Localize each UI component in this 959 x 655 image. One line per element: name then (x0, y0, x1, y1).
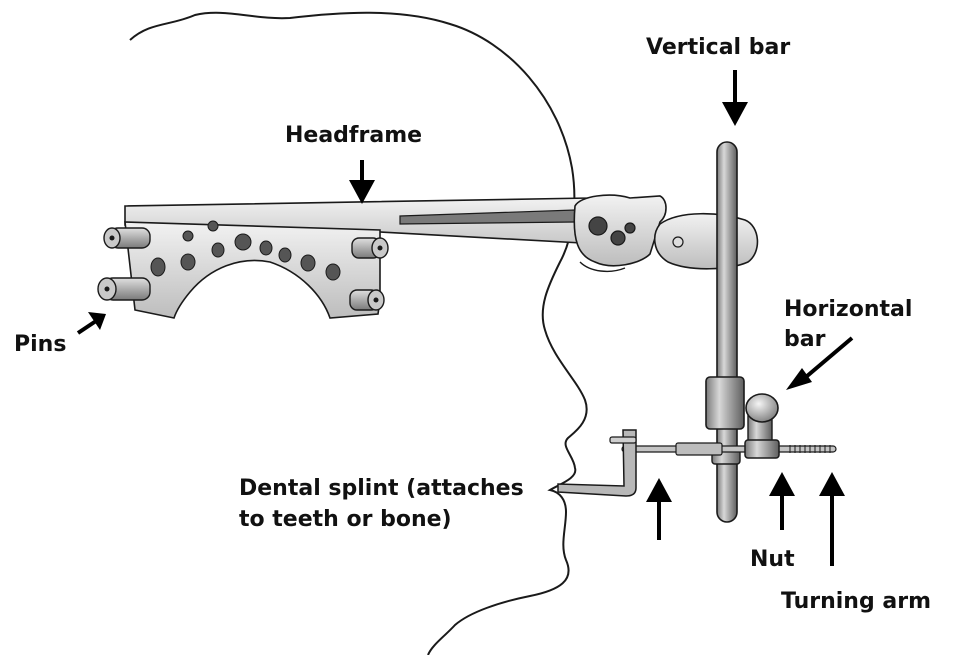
arrow-vertical-bar (722, 70, 748, 126)
label-dental-splint-line1: Dental splint (attaches (239, 475, 524, 503)
arrow-turning-arm (819, 472, 845, 566)
vertical-bar-clamp (706, 377, 744, 429)
arrow-pins (78, 312, 106, 333)
arrow-nut (769, 472, 795, 530)
label-horizontal-bar-line1: Horizontal (784, 296, 912, 324)
label-headframe: Headframe (285, 122, 422, 150)
label-nut: Nut (750, 546, 795, 574)
nut-part (745, 440, 779, 458)
label-horizontal-bar-line2: bar (784, 326, 825, 354)
horizontal-bar-knob (746, 394, 778, 422)
arrow-headframe (349, 160, 375, 204)
vertical-bar-connector (655, 214, 758, 269)
arrow-dental-splint (646, 478, 672, 540)
label-dental-splint-line2: to teeth or bone) (239, 506, 452, 534)
label-pins: Pins (14, 331, 66, 359)
headframe-clamp (574, 195, 666, 271)
vertical-bar (717, 142, 737, 522)
connector-bolt (673, 237, 683, 247)
head-outline (130, 13, 587, 655)
label-vertical-bar: Vertical bar (646, 34, 790, 62)
dental-splint-top (610, 437, 636, 443)
label-turning-arm: Turning arm (781, 588, 931, 616)
